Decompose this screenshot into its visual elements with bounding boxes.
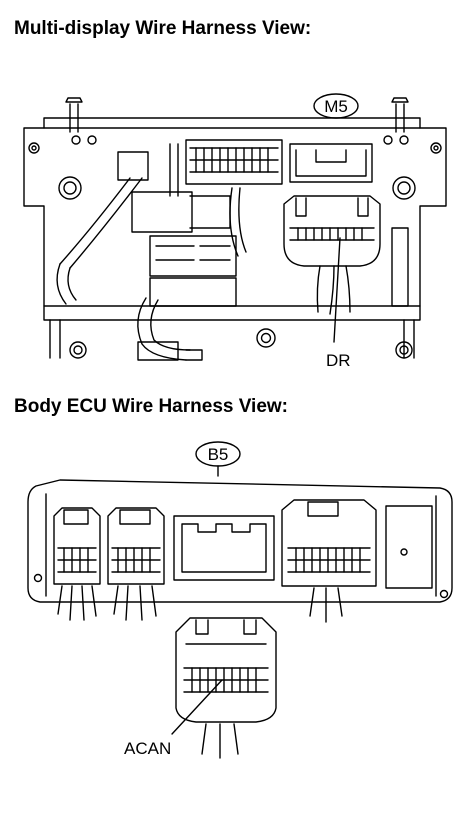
screw-hole-icons: [28, 135, 442, 359]
dr-leader-line: [333, 237, 341, 343]
dr-terminal-label: DR: [326, 351, 351, 370]
acan-leader-line: [171, 679, 223, 735]
ecu-connector-middle: [107, 507, 165, 621]
multi-display-housing: [23, 117, 447, 321]
b5-label: B5: [208, 445, 229, 464]
b5-connector-callout: B5: [195, 441, 241, 477]
body-ecu-housing: [27, 479, 453, 603]
body-ecu-heading: Body ECU Wire Harness View:: [14, 396, 289, 417]
upper-connector: [185, 139, 283, 185]
ecu-connector-right: [281, 499, 377, 623]
multi-display-harness-diagram: M5 DR: [23, 93, 447, 370]
m5-mating-connector: [283, 195, 381, 315]
m5-socket: [289, 143, 373, 183]
ecu-connector-left: [53, 507, 101, 621]
m5-label: M5: [324, 97, 348, 116]
left-harness: [56, 143, 247, 361]
multi-display-heading: Multi-display Wire Harness View:: [14, 18, 312, 39]
body-ecu-harness-diagram: B5: [27, 441, 453, 759]
acan-terminal-label: ACAN: [124, 739, 171, 758]
b5-socket: [173, 515, 275, 581]
acan-connector: [175, 617, 277, 759]
m5-connector-callout: M5: [313, 93, 359, 119]
